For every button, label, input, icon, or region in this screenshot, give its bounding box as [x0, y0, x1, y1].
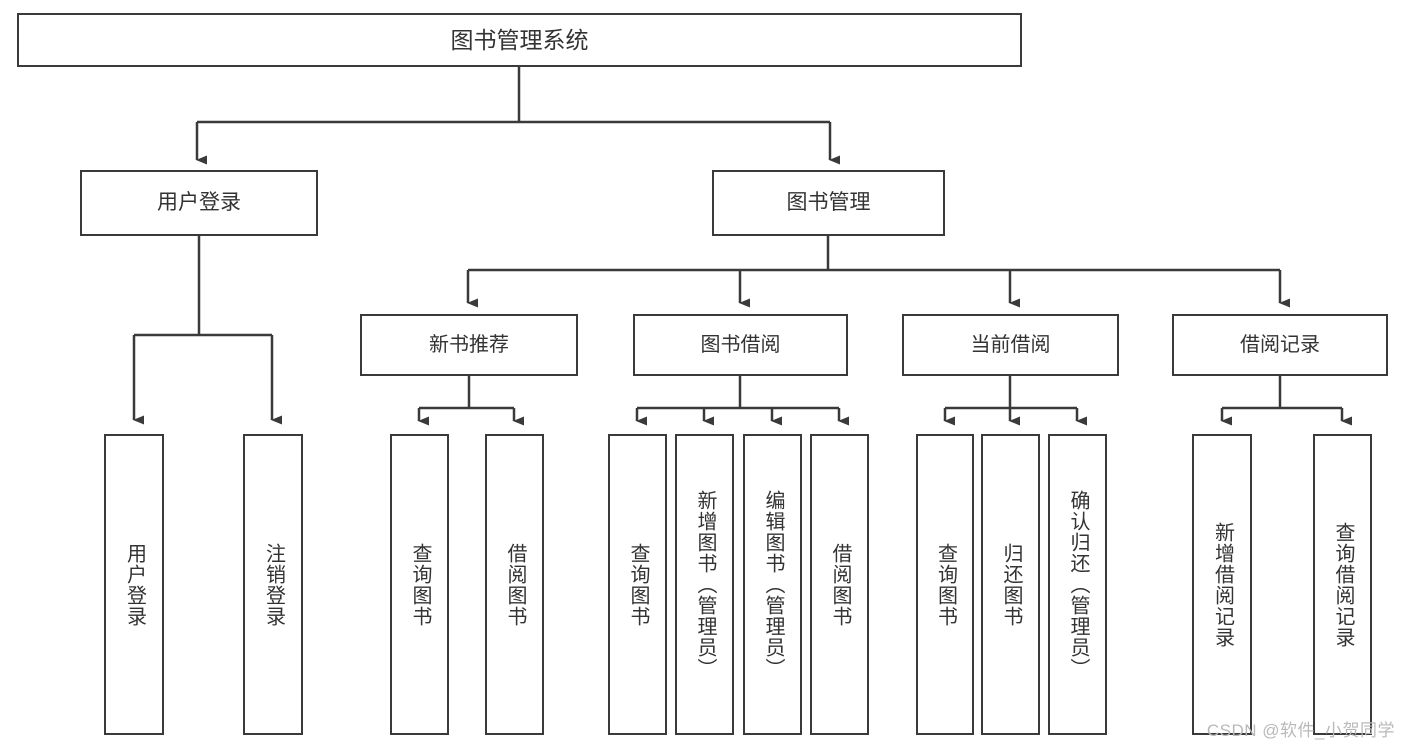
node-label: 注销登录 [262, 542, 285, 627]
leaf-user-login[interactable]: 用户登录 [104, 434, 164, 735]
node-label: 图书管理 [786, 190, 871, 214]
node-label: 用户登录 [157, 190, 241, 214]
node-book-borrow[interactable]: 图书借阅 [633, 314, 848, 376]
node-current-borrow[interactable]: 当前借阅 [902, 314, 1119, 376]
node-user-login[interactable]: 用户登录 [80, 170, 318, 236]
leaf-borrow-book-borrow[interactable]: 借阅图书 [810, 434, 869, 735]
node-book-management[interactable]: 图书管理 [712, 170, 945, 236]
leaf-confirm-return-admin[interactable]: 确认归还（管理员） [1048, 434, 1107, 735]
node-label: 借阅图书 [829, 542, 851, 627]
leaf-return-book[interactable]: 归还图书 [981, 434, 1040, 735]
node-label: 图书管理系统 [450, 26, 589, 53]
node-label: 确认归还（管理员） [1067, 490, 1089, 679]
node-label: 用户登录 [123, 542, 146, 627]
node-label: 新增借阅记录 [1211, 521, 1234, 648]
node-label: 归还图书 [1000, 542, 1022, 627]
node-label: 借阅图书 [504, 542, 526, 627]
leaf-edit-book-admin[interactable]: 编辑图书（管理员） [743, 434, 802, 735]
node-label: 查询图书 [934, 542, 957, 627]
leaf-query-borrow-record[interactable]: 查询借阅记录 [1313, 434, 1372, 735]
node-label: 查询图书 [627, 542, 649, 627]
leaf-add-borrow-record[interactable]: 新增借阅记录 [1192, 434, 1252, 735]
node-label: 图书借阅 [700, 333, 781, 356]
leaf-logout-login[interactable]: 注销登录 [243, 434, 303, 735]
node-label: 查询图书 [409, 542, 431, 627]
leaf-query-book-borrow[interactable]: 查询图书 [608, 434, 667, 735]
node-root-system[interactable]: 图书管理系统 [17, 13, 1022, 67]
leaf-add-book-admin[interactable]: 新增图书（管理员） [675, 434, 734, 735]
node-label: 查询借阅记录 [1332, 521, 1354, 648]
node-borrow-record[interactable]: 借阅记录 [1172, 314, 1388, 376]
node-label: 编辑图书（管理员） [762, 490, 784, 679]
node-label: 新增图书（管理员） [694, 490, 716, 679]
node-label: 新书推荐 [429, 333, 509, 356]
leaf-borrow-book-recommend[interactable]: 借阅图书 [485, 434, 544, 735]
leaf-query-book-recommend[interactable]: 查询图书 [390, 434, 449, 735]
watermark: CSDN @软件_小贺同学 [1206, 721, 1395, 740]
node-new-book-recommend[interactable]: 新书推荐 [360, 314, 578, 376]
node-label: 借阅记录 [1240, 333, 1320, 356]
leaf-query-book-current[interactable]: 查询图书 [916, 434, 974, 735]
node-label: 当前借阅 [970, 333, 1051, 356]
